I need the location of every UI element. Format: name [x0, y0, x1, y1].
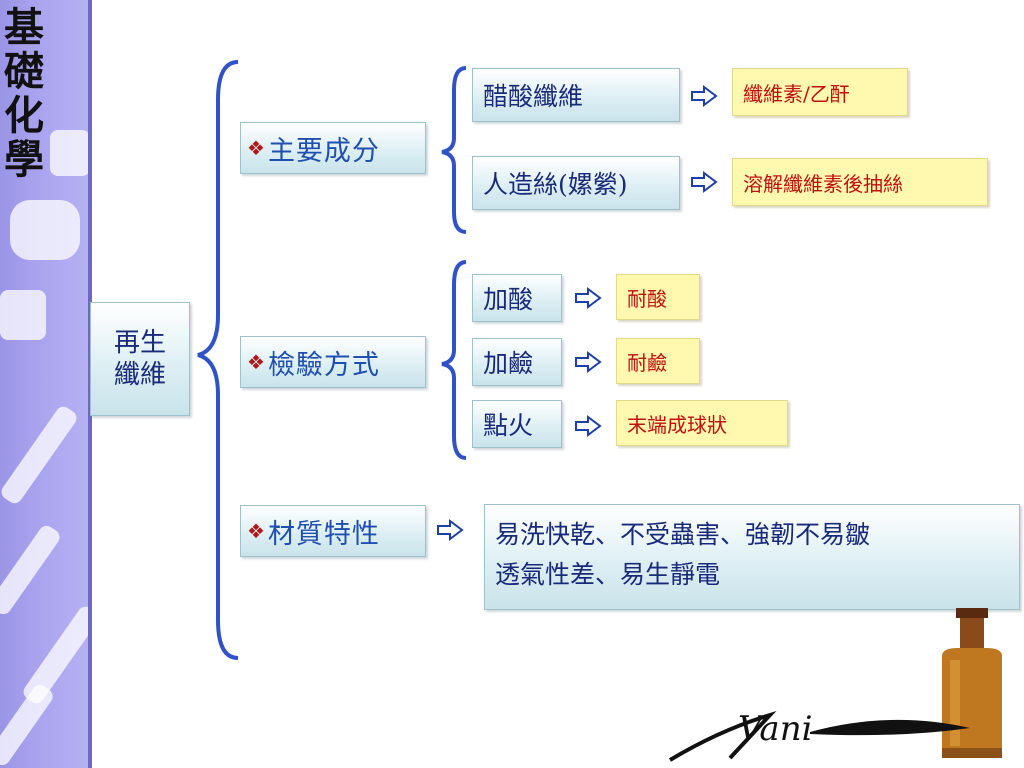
vani-signature-logo: Vani [668, 709, 970, 762]
title-char: 礎 [4, 49, 44, 95]
bottle-decoration [50, 130, 90, 176]
root-label-line2: 纖維 [113, 360, 166, 390]
result-alkali-resistant: 耐鹼 [616, 338, 700, 384]
title-char: 基 [4, 5, 44, 51]
right-arrow-icon [691, 85, 718, 107]
category-label: 主要成分 [267, 135, 380, 167]
diamond-bullet-icon: ❖ [247, 519, 266, 543]
category-test-methods: ❖ 檢驗方式 [240, 336, 426, 388]
sidebar-title: 基 礎 化 學 [2, 6, 46, 182]
root-box-recycled-fiber: 再生 纖維 [90, 302, 190, 416]
component-acetate-fiber: 醋酸纖維 [472, 68, 680, 122]
title-char: 學 [4, 137, 44, 183]
result-label: 耐酸 [627, 286, 667, 311]
result-label: 末端成球狀 [627, 412, 727, 437]
result-label: 溶解纖維素後抽絲 [743, 171, 903, 196]
root-label-line1: 再生 [113, 328, 166, 358]
test-label: 加酸 [483, 285, 534, 314]
component-label: 醋酸纖維 [483, 82, 584, 111]
component-rayon: 人造絲(嫘縈) [472, 156, 680, 210]
title-char: 化 [4, 93, 44, 139]
result-ball-end: 末端成球狀 [616, 400, 788, 446]
result-cellulose-anhydride: 纖維素/乙酐 [732, 68, 908, 116]
components-brace [441, 66, 467, 234]
bottle-decoration [10, 200, 80, 260]
test-ignite: 點火 [472, 400, 562, 448]
diamond-bullet-icon: ❖ [247, 350, 266, 374]
result-acid-resistant: 耐酸 [616, 274, 700, 320]
result-label: 纖維素/乙酐 [743, 81, 850, 106]
test-add-acid: 加酸 [472, 274, 562, 322]
category-label: 檢驗方式 [267, 349, 380, 381]
amber-bottle-illustration [942, 608, 1002, 758]
main-brace [197, 60, 239, 660]
properties-box: 易洗快乾、不受蟲害、強韌不易皺 透氣性差、易生靜電 [484, 504, 1020, 610]
right-arrow-icon [691, 171, 718, 193]
right-arrow-icon [437, 519, 464, 541]
category-material-properties: ❖ 材質特性 [240, 505, 426, 557]
test-label: 加鹼 [483, 349, 534, 378]
result-dissolve-spin: 溶解纖維素後抽絲 [732, 158, 988, 206]
svg-text:Vani: Vani [738, 709, 812, 749]
component-label: 人造絲(嫘縈) [483, 170, 628, 199]
properties-line2: 透氣性差、易生靜電 [495, 560, 721, 589]
right-arrow-icon [575, 351, 602, 373]
category-label: 材質特性 [267, 518, 380, 550]
sidebar: 基 礎 化 學 [0, 0, 92, 768]
properties-line1: 易洗快乾、不受蟲害、強韌不易皺 [495, 520, 871, 549]
result-label: 耐鹼 [627, 350, 667, 375]
tests-brace [441, 260, 467, 460]
test-add-alkali: 加鹼 [472, 338, 562, 386]
right-arrow-icon [575, 287, 602, 309]
diamond-bullet-icon: ❖ [247, 136, 266, 160]
right-arrow-icon [575, 415, 602, 437]
bottle-decoration [0, 290, 46, 340]
category-main-components: ❖ 主要成分 [240, 122, 426, 174]
test-label: 點火 [483, 411, 534, 440]
